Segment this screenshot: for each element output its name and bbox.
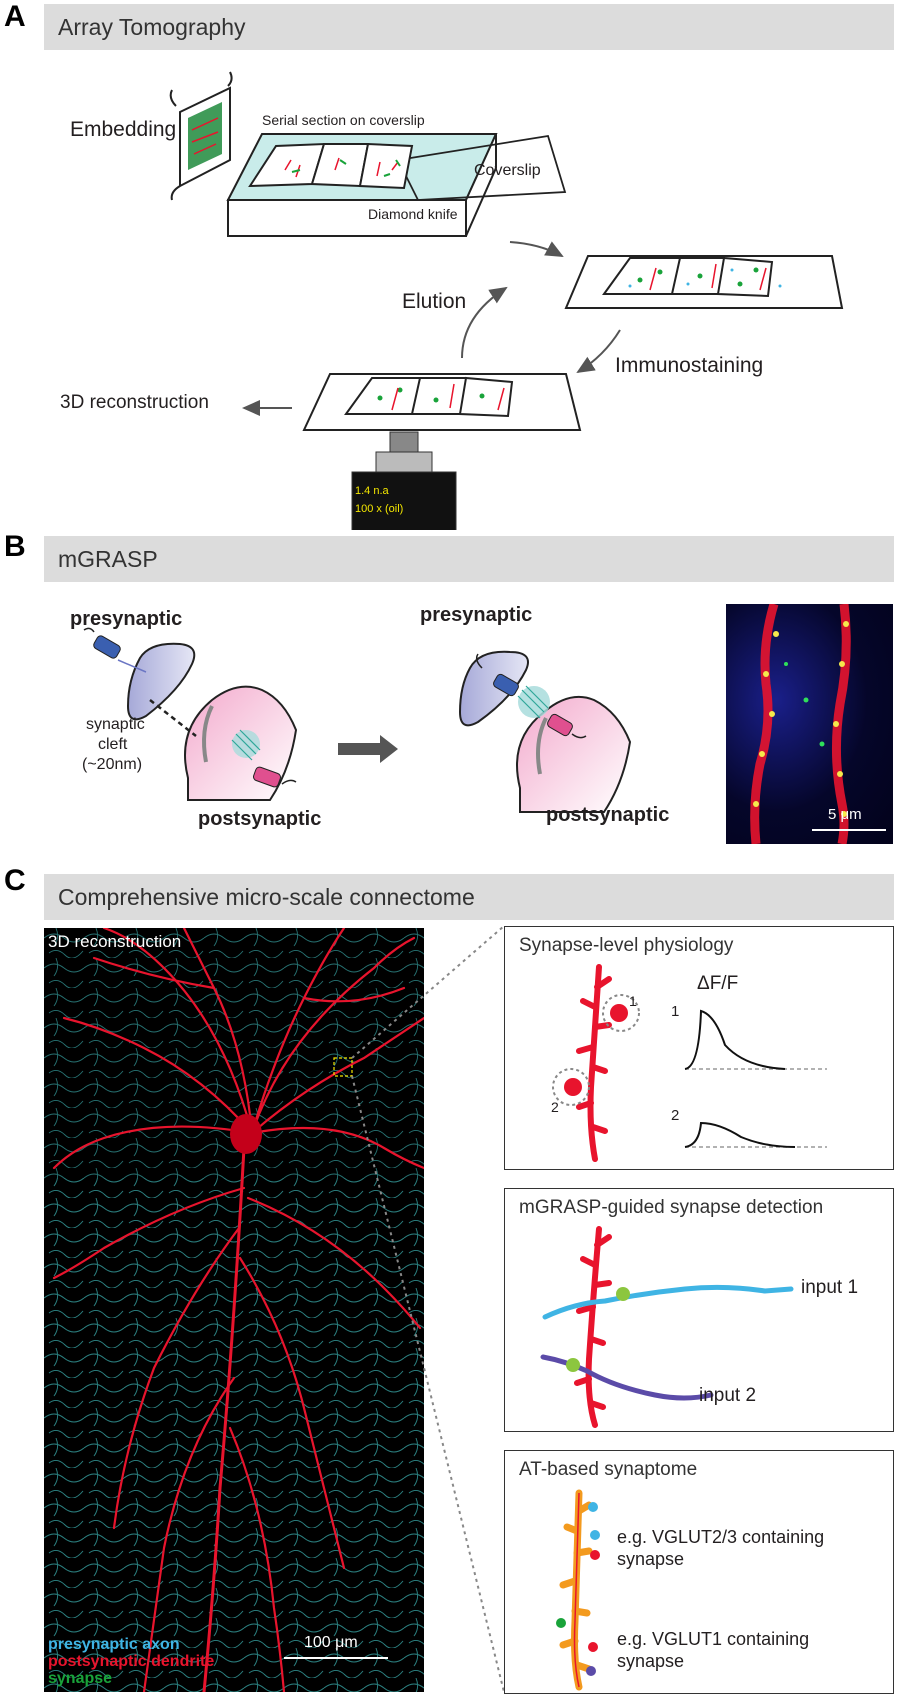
scale-bar-5um: 5 μm (828, 806, 862, 823)
objective-mag: 100 x (oil) (355, 503, 404, 515)
panel-b-header: mGRASP (44, 536, 894, 582)
vglut1-label-line1: e.g. VGLUT1 containing (617, 1629, 810, 1649)
legend-axon: presynaptic axon (48, 1636, 180, 1653)
gfp-fragment-pre (83, 627, 147, 673)
sections-on-coverslip (248, 142, 414, 190)
panel-c-header: Comprehensive micro-scale connectome (44, 874, 894, 920)
presynaptic-terminal-left (126, 642, 196, 721)
panel-a-title: Array Tomography (58, 14, 246, 40)
trace-2-label: 2 (671, 1107, 680, 1124)
input-2-axon (540, 1354, 714, 1401)
array-tomography-diagram (169, 71, 844, 530)
label-serial-section: Serial section on coverslip (262, 112, 425, 128)
stained-slide (564, 255, 844, 309)
mgrasp-fluorescence-image: 5 μm (726, 604, 893, 844)
panel-a-letter: A (4, 0, 26, 33)
arrow-elution (461, 286, 508, 359)
box1-title: Synapse-level physiology (519, 935, 734, 956)
input-2-label: input 2 (699, 1385, 757, 1406)
reconstruction-image: 3D reconstruction presynaptic axon posts… (44, 928, 424, 1692)
imaging-slide (302, 373, 582, 431)
panel-b-letter: B (4, 530, 26, 563)
box-synapse-physiology: Synapse-level physiology ΔF/F 1 2 1 2 (504, 926, 894, 1170)
vglut2-label-line2: synapse (617, 1549, 685, 1569)
label-presynaptic-left: presynaptic (70, 608, 183, 630)
label-embedding: Embedding (70, 118, 177, 141)
arrow-immunostaining (576, 329, 621, 374)
dendrite-spines-2 (574, 1226, 612, 1428)
spine-1-label: 1 (629, 993, 637, 1009)
vglut1-synapses (556, 1618, 598, 1676)
calcium-trace-2 (684, 1121, 827, 1148)
microscope-objective (351, 431, 457, 530)
reconstituted-gfp (475, 653, 587, 739)
box-at-synaptome: AT-based synaptome e.g. VGLUT2/3 contain… (504, 1450, 894, 1694)
label-elution: Elution (402, 290, 467, 313)
objective-na: 1.4 n.a (355, 485, 389, 497)
reconstitution-arrow (338, 735, 398, 763)
reconstruction-image-title: 3D reconstruction (48, 932, 182, 951)
spine-2-label: 2 (551, 1099, 559, 1115)
panel-c-title: Comprehensive micro-scale connectome (58, 884, 475, 910)
panel-c-letter: C (4, 864, 26, 897)
panel-a-header: Array Tomography (44, 4, 894, 50)
label-postsynaptic-right: postsynaptic (546, 804, 670, 826)
vglut2-label-line1: e.g. VGLUT2/3 containing (617, 1527, 825, 1547)
dendrite-spines-1 (576, 964, 612, 1162)
label-coverslip: Coverslip (474, 162, 541, 179)
gfp-fragment-post (231, 729, 297, 788)
label-immunostaining: Immunostaining (615, 354, 764, 377)
calcium-trace-1 (684, 1009, 827, 1070)
box2-title: mGRASP-guided synapse detection (519, 1197, 824, 1218)
label-cleft-3: (~20nm) (82, 756, 143, 773)
synaptic-cleft-line (149, 699, 197, 737)
trace-1-label: 1 (671, 1003, 680, 1020)
trace-ylabel: ΔF/F (697, 973, 739, 994)
label-presynaptic-right: presynaptic (420, 604, 533, 626)
label-diamond-knife: Diamond knife (368, 206, 458, 222)
arrow-to-slide (509, 241, 564, 257)
legend-synapse: synapse (48, 1670, 113, 1687)
postsynaptic-spine-right (516, 696, 632, 813)
panel-b-title: mGRASP (58, 546, 158, 572)
vglut1-label-line2: synapse (617, 1651, 685, 1671)
label-3d-reconstruction: 3D reconstruction (60, 392, 209, 413)
legend-dendrite: postsynaptic dendrite (48, 1653, 215, 1670)
box3-title: AT-based synaptome (519, 1459, 698, 1480)
presynaptic-terminal-right (458, 650, 529, 727)
box-mgrasp-detection: mGRASP-guided synapse detection input 1 … (504, 1188, 894, 1432)
input-1-label: input 1 (801, 1277, 859, 1298)
coverslip-glass (396, 134, 567, 201)
label-cleft-2: cleft (98, 736, 128, 753)
vglut2-synapses (588, 1502, 600, 1560)
label-cleft-1: synaptic (86, 716, 145, 733)
mgrasp-diagram (83, 627, 632, 813)
label-postsynaptic-left: postsynaptic (198, 808, 322, 830)
input-1-axon (542, 1284, 794, 1320)
embedding-block (169, 71, 233, 201)
scale-bar-100um: 100 μm (304, 1634, 358, 1651)
